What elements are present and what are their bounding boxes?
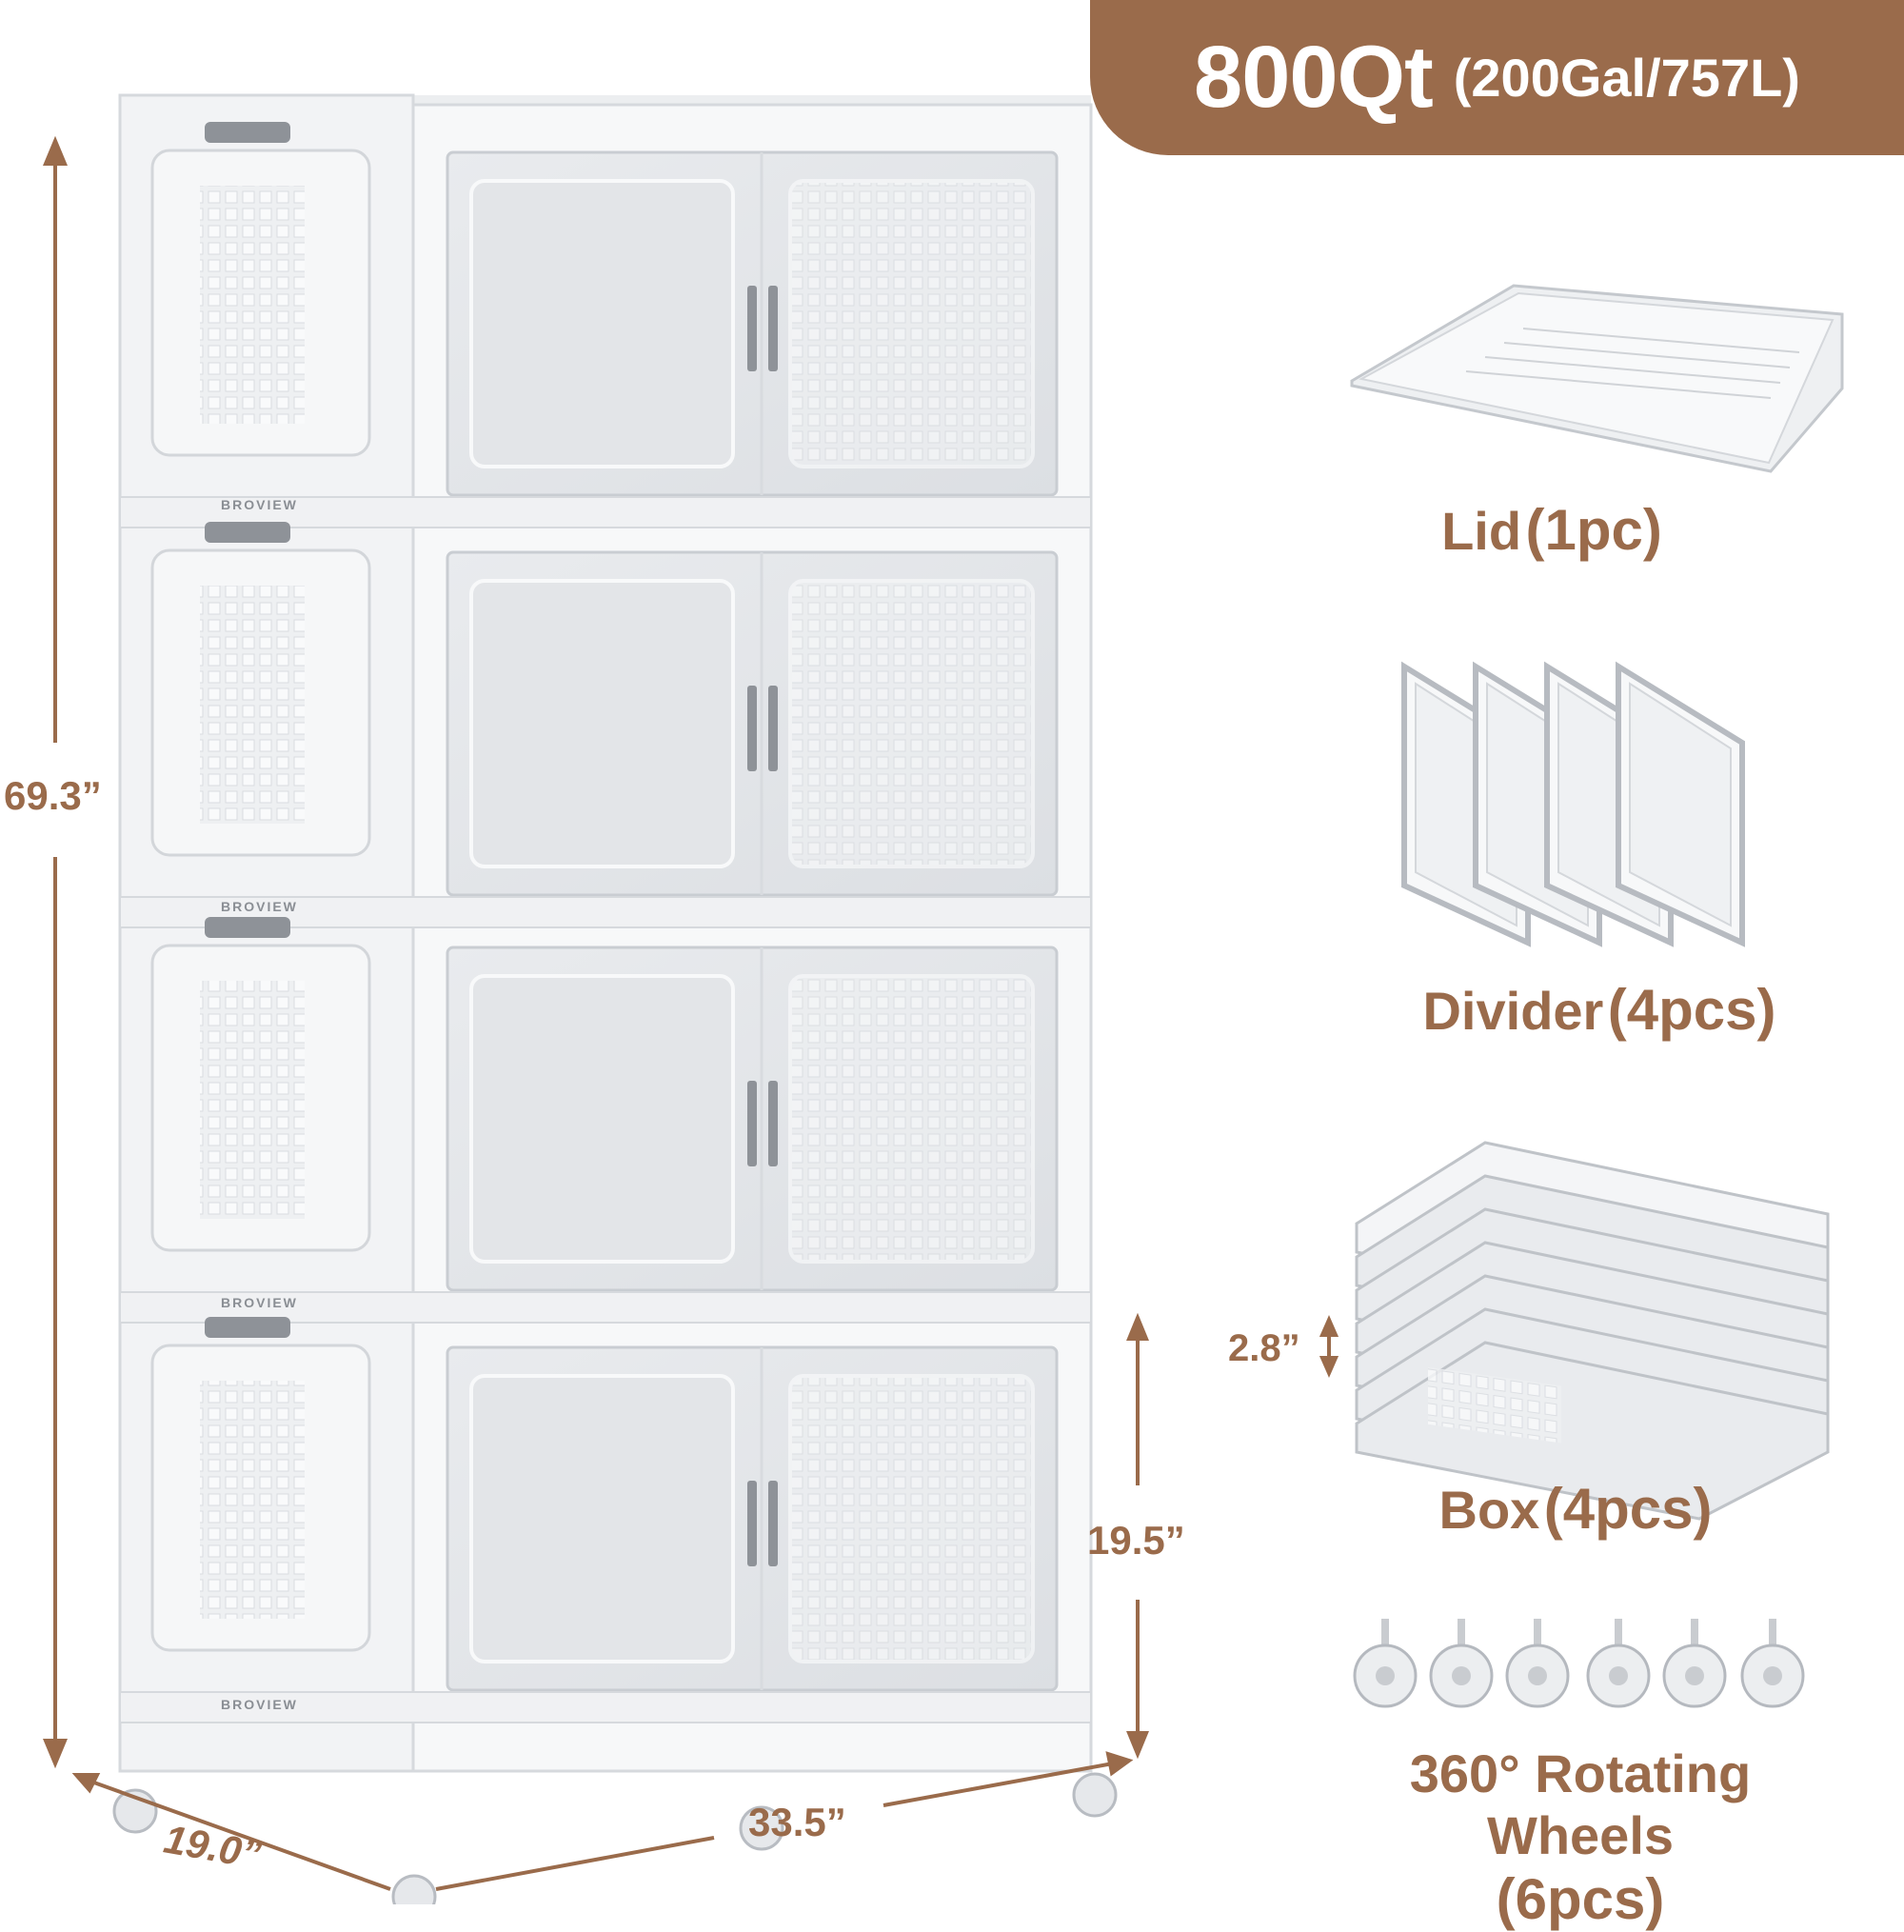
capacity-banner: 800Qt (200Gal/757L) — [1090, 0, 1904, 155]
box-name: Box — [1438, 1480, 1540, 1540]
door-handle-icon — [747, 686, 757, 771]
cabinet-tier — [119, 522, 1092, 928]
cabinet-tier — [119, 1317, 1092, 1723]
brand-label: BROVIEW — [221, 497, 298, 512]
lid-label: Lid (1pc) — [1409, 497, 1695, 563]
lid-name: Lid — [1441, 501, 1522, 561]
brand-label: BROVIEW — [221, 1295, 298, 1310]
cabinet-tier — [119, 917, 1092, 1324]
box-label: Box (4pcs) — [1409, 1476, 1742, 1542]
brand-label: BROVIEW — [221, 899, 298, 914]
handle-icon — [205, 122, 290, 143]
brand-label: BROVIEW — [221, 1697, 298, 1712]
cabinet-wheels — [112, 1772, 1118, 1904]
wheels-label: 360° Rotating Wheels (6pcs) — [1314, 1743, 1847, 1932]
box-illustration — [1355, 1141, 1830, 1521]
width-label: 33.5” — [748, 1800, 846, 1844]
divider-illustration — [1401, 661, 1745, 947]
divider-label: Divider (4pcs) — [1390, 977, 1809, 1043]
door-handle-icon — [747, 286, 757, 371]
divider-qty: (4pcs) — [1607, 978, 1776, 1042]
wheel-icon — [1586, 1619, 1651, 1708]
divider-name: Divider — [1422, 981, 1604, 1041]
wheel-icon — [1429, 1619, 1494, 1708]
height-label: 69.3” — [4, 773, 102, 818]
width-arrow — [435, 1836, 715, 1891]
wheels-name: 360° Rotating Wheels — [1409, 1743, 1752, 1865]
wheel-icon — [1505, 1619, 1570, 1708]
box-qty: (4pcs) — [1543, 1477, 1713, 1541]
wheels-illustration — [1353, 1619, 1805, 1708]
box-height-label: 19.5” — [1087, 1518, 1185, 1563]
door-handle-icon — [768, 1081, 778, 1166]
wheel-icon — [1740, 1619, 1805, 1708]
door-handle-icon — [768, 1481, 778, 1566]
wheels-qty: (6pcs) — [1496, 1867, 1665, 1931]
wheel-icon — [1662, 1619, 1727, 1708]
wheel-icon — [1353, 1619, 1418, 1708]
door-handle-icon — [747, 1481, 757, 1566]
door-handle-icon — [747, 1081, 757, 1166]
handle-icon — [205, 917, 290, 938]
height-arrow — [43, 135, 68, 1769]
handle-icon — [205, 522, 290, 543]
cabinet-tier — [119, 122, 1092, 528]
divider-panel — [1616, 661, 1745, 947]
door-handle-icon — [768, 686, 778, 771]
door-handle-icon — [768, 286, 778, 371]
storage-cabinet — [118, 93, 1093, 1773]
capacity-value: 800Qt — [1194, 29, 1434, 126]
handle-icon — [205, 1317, 290, 1338]
folded-height-label: 2.8” — [1228, 1327, 1300, 1369]
capacity-detail: (200Gal/757L) — [1453, 48, 1800, 108]
depth-arrow — [77, 1775, 391, 1891]
lid-qty: (1pc) — [1525, 498, 1662, 562]
lid-illustration — [1350, 284, 1844, 473]
